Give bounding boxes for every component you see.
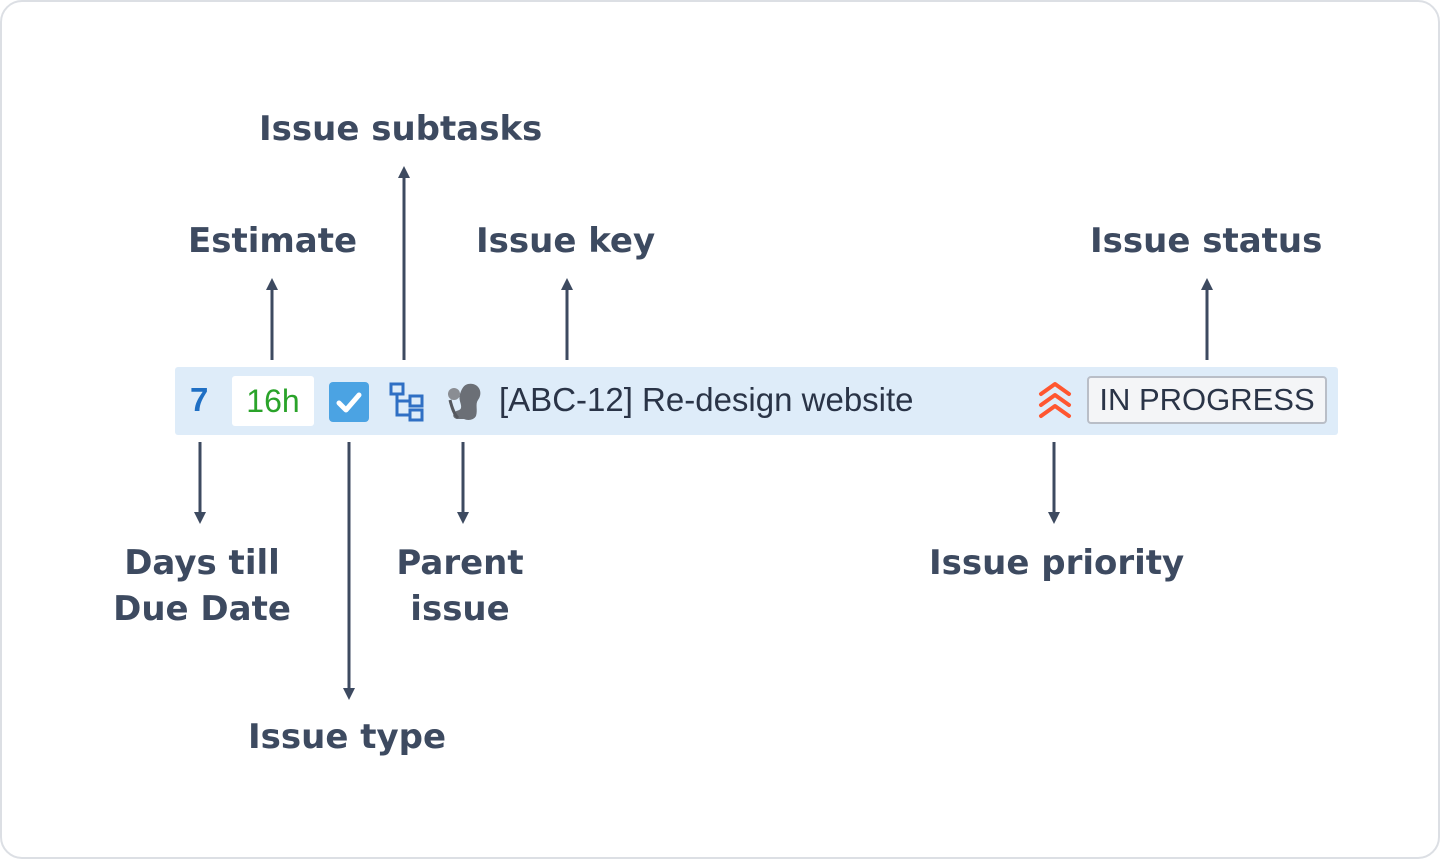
label-parent-issue: Parent issue <box>388 540 532 632</box>
issue-key-title[interactable]: [ABC-12] Re-design website <box>499 381 914 418</box>
squirrel-avatar-icon[interactable] <box>442 378 488 424</box>
label-estimate: Estimate <box>188 221 358 261</box>
label-days-line2: Due Date <box>113 589 291 629</box>
status-badge[interactable]: IN PROGRESS <box>1087 376 1327 424</box>
highest-priority-chevrons-icon <box>1036 380 1074 422</box>
subtask-tree-icon[interactable] <box>388 381 428 423</box>
label-parent-line1: Parent <box>396 543 524 583</box>
label-issue-subtasks: Issue subtasks <box>259 109 543 149</box>
label-days-line1: Days till <box>124 543 280 583</box>
estimate-badge: 16h <box>232 376 314 426</box>
label-days-till-due: Days till Due Date <box>112 540 292 632</box>
label-issue-priority: Issue priority <box>929 543 1185 583</box>
label-issue-type: Issue type <box>248 717 447 757</box>
days-till-due: 7 <box>190 381 209 418</box>
label-parent-line2: issue <box>410 589 510 629</box>
label-issue-status: Issue status <box>1090 221 1323 261</box>
checkbox-icon <box>329 382 369 422</box>
label-issue-key: Issue key <box>476 221 656 261</box>
